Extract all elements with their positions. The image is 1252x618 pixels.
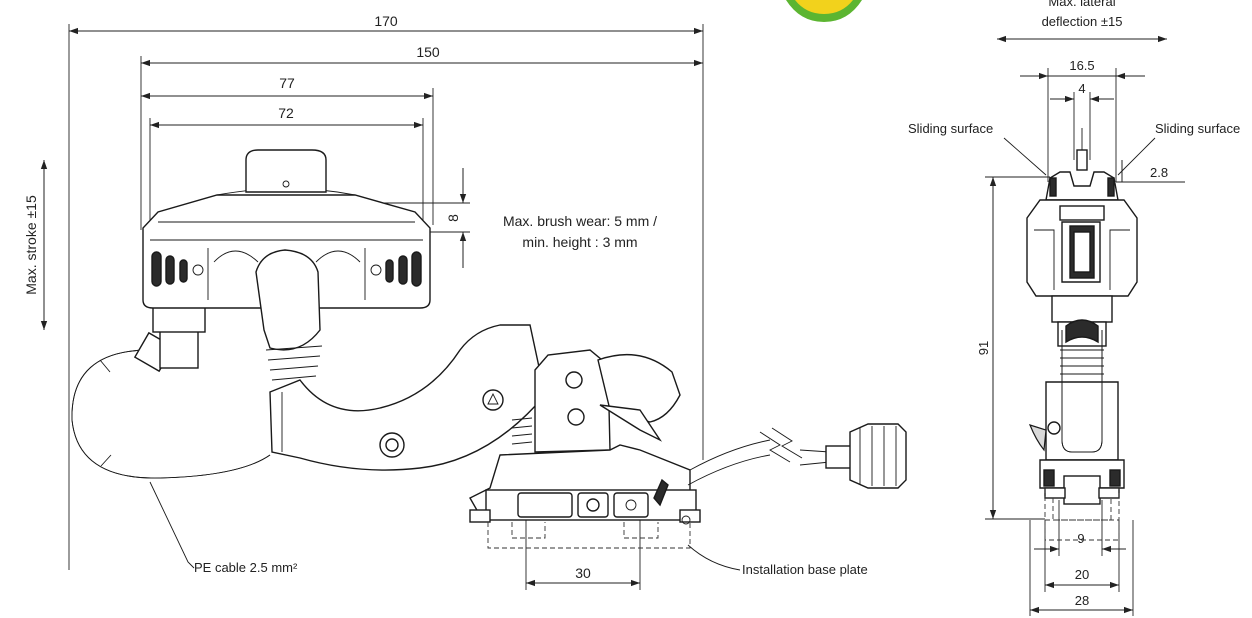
dimension-77: 77 <box>141 75 434 225</box>
dimension-16-5: 16.5 <box>1020 58 1145 182</box>
sliding-surface-right-label: Sliding surface <box>1155 121 1240 136</box>
lateral-deflection-dimension: Max. lateral deflection ±15 <box>997 0 1167 43</box>
current-collector-front-view <box>71 149 907 549</box>
dimension-170-label: 170 <box>374 13 398 29</box>
dimension-170: 170 <box>68 13 704 570</box>
dimension-77-label: 77 <box>279 75 295 91</box>
neck <box>255 249 321 351</box>
spring-small <box>511 417 533 445</box>
cable-connector <box>825 423 907 489</box>
pe-cable-label: PE cable 2.5 mm² <box>194 560 298 575</box>
recycle-icon <box>482 389 504 411</box>
side-base-plate <box>1044 488 1120 541</box>
lateral-deflection-line2: deflection ±15 <box>1042 14 1123 29</box>
current-collector-side-view <box>1026 128 1138 541</box>
sliding-surface-left-label: Sliding surface <box>908 121 993 136</box>
dimension-30: 30 <box>525 520 641 590</box>
dimension-16-5-label: 16.5 <box>1069 58 1094 73</box>
dimension-91: 91 <box>976 176 1050 520</box>
dimension-8-label: 8 <box>445 214 461 222</box>
dimension-9: 9 <box>1034 500 1126 556</box>
dimension-9-label: 9 <box>1077 531 1084 546</box>
spring <box>265 345 323 381</box>
dimension-20-label: 20 <box>1075 567 1089 582</box>
dimension-28: 28 <box>1029 520 1134 616</box>
sliding-surface-right-callout: Sliding surface <box>1117 121 1240 176</box>
side-spring <box>1060 349 1104 375</box>
sliding-surface-left-callout: Sliding surface <box>908 121 1047 176</box>
swing-arm <box>269 324 546 471</box>
dimension-2-8-label: 2.8 <box>1150 165 1168 180</box>
certification-badge-icon <box>786 0 862 22</box>
max-stroke-dimension: Max. stroke ±15 <box>23 160 48 330</box>
base-plate-label: Installation base plate <box>742 562 868 577</box>
dimension-2-8: 2.8 <box>1116 160 1185 183</box>
dimension-150-label: 150 <box>416 44 440 60</box>
lateral-deflection-line1: Max. lateral <box>1048 0 1115 9</box>
dimension-72: 72 <box>149 105 424 225</box>
dimension-91-label: 91 <box>976 341 991 355</box>
dimension-4-label: 4 <box>1078 81 1085 96</box>
pe-cable <box>71 349 271 479</box>
dimension-30-label: 30 <box>575 565 591 581</box>
dimension-72-label: 72 <box>278 105 294 121</box>
dimension-150: 150 <box>140 44 703 230</box>
brush-head-slots <box>151 251 422 287</box>
pe-cable-callout: PE cable 2.5 mm² <box>149 481 298 575</box>
dimension-4: 4 <box>1050 81 1114 160</box>
dimension-28-label: 28 <box>1075 593 1089 608</box>
brush-wear-note-line1: Max. brush wear: 5 mm / <box>503 213 657 229</box>
brush-wear-note-line2: min. height : 3 mm <box>522 234 637 250</box>
max-stroke-label: Max. stroke ±15 <box>23 195 39 295</box>
base-plate-callout: Installation base plate <box>687 544 868 577</box>
installation-base-plate <box>487 522 691 549</box>
